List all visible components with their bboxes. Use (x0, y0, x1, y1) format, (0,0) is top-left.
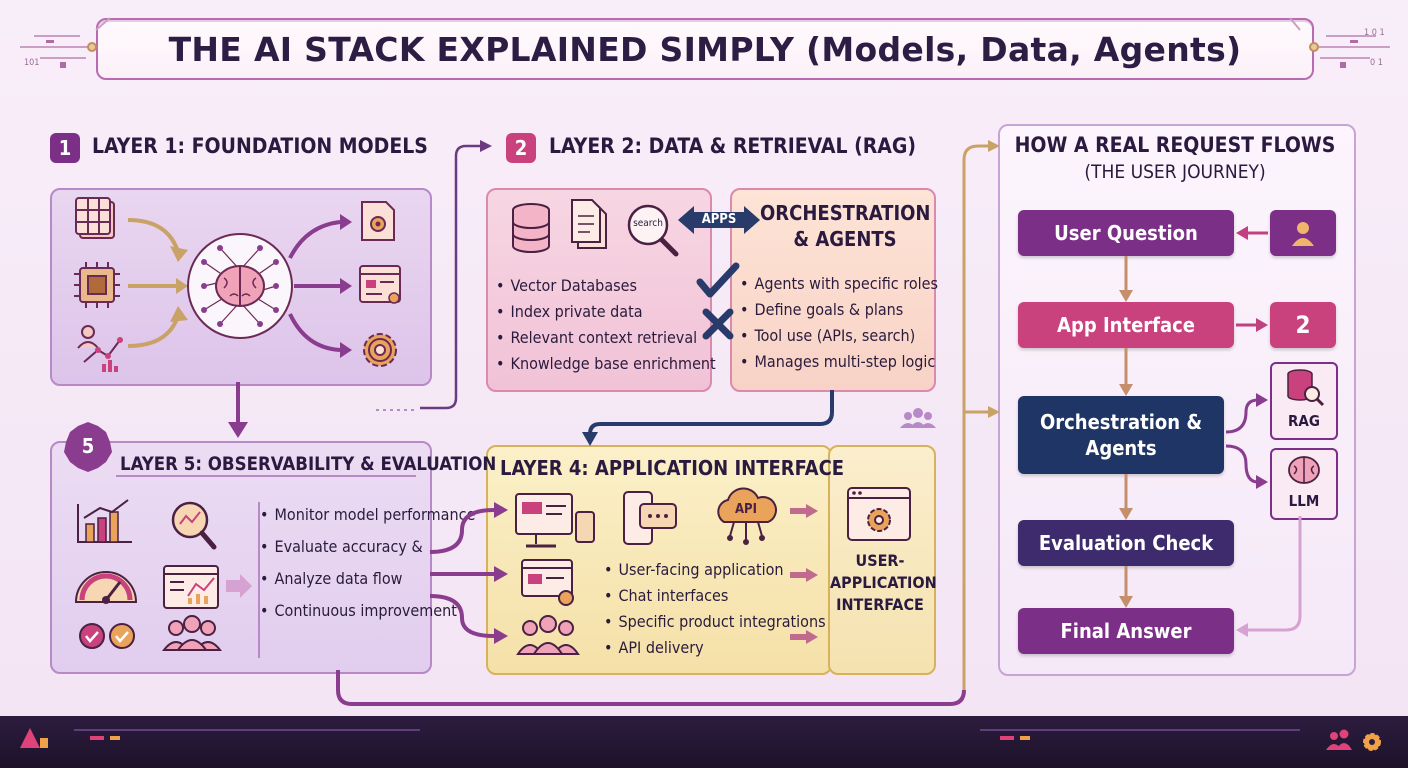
binary-deco-left: 101 (24, 58, 40, 68)
brain-small-icon (1288, 456, 1320, 484)
orchestration-title-line1: ORCHESTRATION (760, 201, 931, 225)
list-item: User-facing application (604, 557, 826, 583)
llm-box: LLM (1270, 448, 1338, 520)
list-item: Monitor model performance (260, 502, 476, 528)
list-item: Agents with specific roles (740, 271, 938, 297)
flow-subtitle: (THE USER JOURNEY) (1084, 161, 1266, 183)
layer5-title: LAYER 5: OBSERVABILITY & EVALUATION (120, 454, 497, 475)
uai-line3: INTERFACE (836, 595, 924, 614)
layer4-bullets: User-facing application Chat interfaces … (604, 557, 826, 661)
list-item: Specific product integrations (604, 609, 826, 635)
database-search-icon (1287, 369, 1325, 407)
layer1-number-badge: 1 (50, 133, 80, 163)
search-icon-label: search (633, 218, 663, 229)
title-banner: THE AI STACK EXPLAINED SIMPLY (Models, D… (96, 18, 1314, 80)
evaluation-step: Evaluation Check (1018, 520, 1234, 566)
list-item: Knowledge base enrichment (496, 351, 716, 377)
page-title: THE AI STACK EXPLAINED SIMPLY (Models, D… (168, 29, 1242, 69)
orchestration-bullets: Agents with specific roles Define goals … (740, 271, 938, 375)
layer5-bullets: Monitor model performance Evaluate accur… (258, 502, 476, 658)
api-label: API (735, 502, 757, 517)
layer2-bullets: Vector Databases Index private data Rele… (496, 273, 716, 377)
rag-box: RAG (1270, 362, 1338, 440)
layer5-title-divider (116, 475, 416, 477)
orchestration-step: Orchestration & Agents (1018, 396, 1224, 474)
user-avatar-icon (1292, 222, 1314, 246)
llm-label: LLM (1288, 492, 1320, 510)
user-question-step: User Question (1018, 210, 1234, 256)
rag-label: RAG (1288, 412, 1320, 430)
orchestration-step-line1: Orchestration & (1039, 410, 1203, 434)
list-item: Analyze data flow (260, 566, 424, 592)
orchestration-title-line2: & AGENTS (793, 227, 897, 251)
flow-title: HOW A REAL REQUEST FLOWS (1014, 133, 1336, 157)
layer5-number-badge: 5 (81, 434, 95, 458)
list-item: Evaluate accuracy & (260, 534, 424, 560)
app-interface-badge: 2 (1270, 302, 1336, 348)
list-item: Vector Databases (496, 273, 716, 299)
layer2-title: LAYER 2: DATA & RETRIEVAL (RAG) (549, 134, 917, 158)
list-item: Manages multi-step logic (740, 349, 938, 375)
layer1-panel (50, 188, 432, 386)
orchestration-title: ORCHESTRATION & AGENTS (760, 200, 931, 252)
list-item: Define goals & plans (740, 297, 938, 323)
footer-bar (0, 716, 1408, 768)
list-item: API delivery (604, 635, 826, 661)
uai-line1: USER- (855, 551, 905, 570)
team-small-icon (900, 408, 936, 428)
list-item: Chat interfaces (604, 583, 826, 609)
list-item: Index private data (496, 299, 716, 325)
orchestration-step-line2: Agents (1085, 436, 1157, 460)
binary-deco-right-2: 0 1 (1370, 58, 1383, 68)
layer2-number-badge: 2 (506, 133, 536, 163)
final-answer-step: Final Answer (1018, 608, 1234, 654)
uai-line2: APPLICATION (830, 573, 937, 592)
list-item: Continuous improvement (260, 598, 457, 624)
app-interface-step: App Interface (1018, 302, 1234, 348)
user-application-interface-label: USER- APPLICATION INTERFACE (830, 550, 937, 616)
binary-deco-right: 1 0 1 (1364, 28, 1385, 38)
apps-label: APPS (701, 212, 737, 227)
list-item: Relevant context retrieval (496, 325, 716, 351)
user-avatar-box (1270, 210, 1336, 256)
layer1-title: LAYER 1: FOUNDATION MODELS (92, 134, 428, 158)
list-item: Tool use (APIs, search) (740, 323, 938, 349)
layer4-title: LAYER 4: APPLICATION INTERFACE (500, 456, 845, 480)
